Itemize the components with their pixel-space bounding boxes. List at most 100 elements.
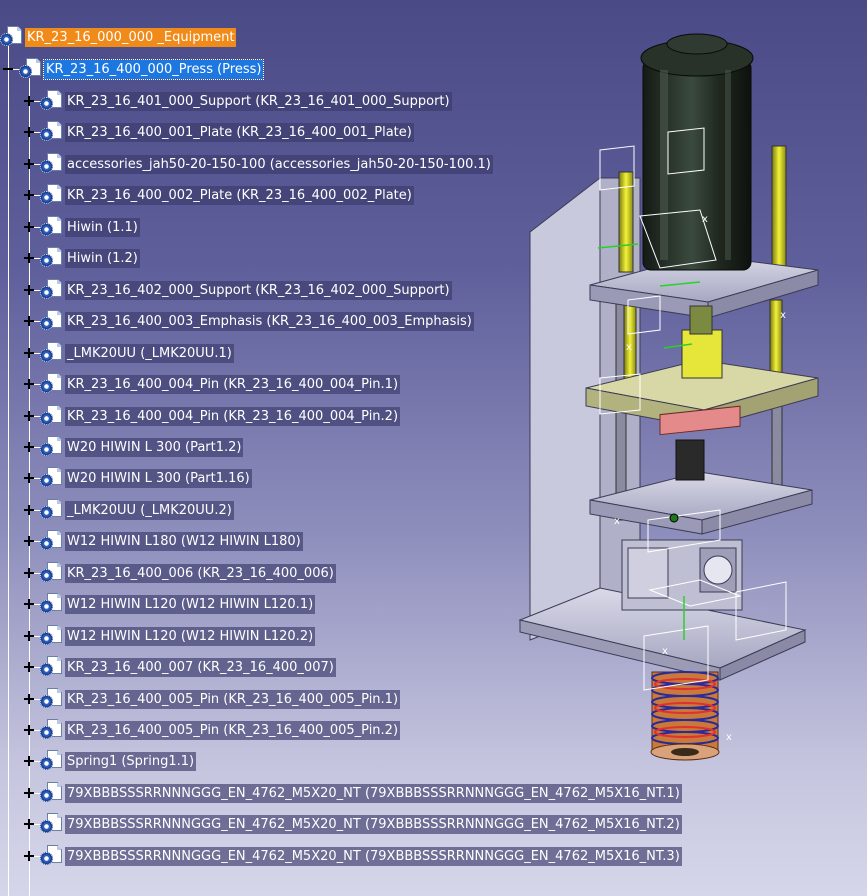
tree-child-label[interactable]: W12 HIWIN L180 (W12 HIWIN L180) xyxy=(65,531,303,551)
tree-connector-line xyxy=(8,46,9,896)
tree-branch-line xyxy=(34,540,40,542)
tree-product-label[interactable]: KR_23_16_400_000_Press (Press) xyxy=(42,58,265,80)
expand-toggle-icon[interactable] xyxy=(24,568,34,578)
expand-toggle-icon[interactable] xyxy=(24,788,34,798)
tree-child-label[interactable]: KR_23_16_400_001_Plate (KR_23_16_400_001… xyxy=(65,122,414,142)
tree-child-node[interactable]: KR_23_16_400_004_Pin (KR_23_16_400_004_P… xyxy=(24,405,401,426)
expand-toggle-icon[interactable] xyxy=(24,442,34,452)
expand-toggle-icon[interactable] xyxy=(24,253,34,263)
tree-child-node[interactable]: 79XBBBSSSRRNNNGGG_EN_4762_M5X20_NT (79XB… xyxy=(24,845,682,866)
expand-toggle-icon[interactable] xyxy=(24,159,34,169)
expand-toggle-icon[interactable] xyxy=(24,285,34,295)
tree-child-node[interactable]: W20 HIWIN L 300 (Part1.2) xyxy=(24,436,244,458)
tree-child-label[interactable]: Hiwin (1.1) xyxy=(65,217,140,237)
tree-root-node[interactable]: KR_23_16_000_000 _Equipment xyxy=(0,26,237,47)
expand-toggle-icon[interactable] xyxy=(24,631,34,641)
part-icon xyxy=(40,782,62,804)
tree-child-label[interactable]: Spring1 (Spring1.1) xyxy=(65,751,197,771)
tree-child-node[interactable]: KR_23_16_400_003_Emphasis (KR_23_16_400_… xyxy=(24,310,474,331)
tree-child-node[interactable]: Hiwin (1.2) xyxy=(24,247,140,269)
tree-child-node[interactable]: W12 HIWIN L180 (W12 HIWIN L180) xyxy=(24,530,303,552)
tree-child-label[interactable]: KR_23_16_401_000_Support (KR_23_16_401_0… xyxy=(65,91,452,111)
tree-child-label[interactable]: 79XBBBSSSRRNNNGGG_EN_4762_M5X20_NT (79XB… xyxy=(65,814,682,834)
tree-child-label[interactable]: KR_23_16_400_004_Pin (KR_23_16_400_004_P… xyxy=(65,406,401,426)
tree-child-label[interactable]: KR_23_16_400_004_Pin (KR_23_16_400_004_P… xyxy=(65,374,401,394)
tree-branch-line xyxy=(34,572,40,574)
tree-child-label[interactable]: KR_23_16_400_005_Pin (KR_23_16_400_005_P… xyxy=(65,720,401,740)
tree-child-label[interactable]: accessories_jah50-20-150-100 (accessorie… xyxy=(65,154,493,174)
tree-child-node[interactable]: KR_23_16_400_005_Pin (KR_23_16_400_005_P… xyxy=(24,688,401,709)
tree-child-node[interactable]: 79XBBBSSSRRNNNGGG_EN_4762_M5X20_NT (79XB… xyxy=(24,813,682,834)
expand-toggle-icon[interactable] xyxy=(24,411,34,421)
tree-child-node[interactable]: KR_23_16_400_007 (KR_23_16_400_007) xyxy=(24,656,336,677)
tree-child-label[interactable]: W20 HIWIN L 300 (Part1.16) xyxy=(65,468,252,488)
tree-branch-line xyxy=(34,698,40,700)
gear-shape xyxy=(40,97,53,110)
tree-child-label[interactable]: Hiwin (1.2) xyxy=(65,248,140,268)
tree-child-label[interactable]: KR_23_16_400_006 (KR_23_16_400_006) xyxy=(65,563,336,583)
tree-child-label[interactable]: KR_23_16_400_005_Pin (KR_23_16_400_005_P… xyxy=(65,689,401,709)
expand-toggle-icon[interactable] xyxy=(24,127,34,137)
tree-child-label[interactable]: W12 HIWIN L120 (W12 HIWIN L120.1) xyxy=(65,594,316,614)
tree-child-node[interactable]: KR_23_16_400_001_Plate (KR_23_16_400_001… xyxy=(24,121,414,142)
collapse-toggle-icon[interactable] xyxy=(3,64,13,74)
part-icon xyxy=(40,750,62,772)
expand-toggle-icon[interactable] xyxy=(24,96,34,106)
expand-toggle-icon[interactable] xyxy=(24,756,34,766)
expand-toggle-icon[interactable] xyxy=(24,222,34,232)
tree-child-label[interactable]: KR_23_16_402_000_Support (KR_23_16_402_0… xyxy=(65,280,452,300)
tree-root-label[interactable]: KR_23_16_000_000 _Equipment xyxy=(25,27,237,47)
tree-child-node[interactable]: _LMK20UU (_LMK20UU.2) xyxy=(24,499,234,520)
tree-branch-line xyxy=(34,666,40,668)
tree-child-label[interactable]: W12 HIWIN L120 (W12 HIWIN L120.2) xyxy=(65,626,316,646)
tree-child-node[interactable]: accessories_jah50-20-150-100 (accessorie… xyxy=(24,153,493,174)
tree-child-label[interactable]: W20 HIWIN L 300 (Part1.2) xyxy=(65,437,244,457)
tree-child-node[interactable]: KR_23_16_401_000_Support (KR_23_16_401_0… xyxy=(24,90,452,111)
tree-product-node[interactable]: KR_23_16_400_000_Press (Press) xyxy=(3,58,265,80)
tree-child-node[interactable]: _LMK20UU (_LMK20UU.1) xyxy=(24,342,234,363)
gear-shape xyxy=(40,632,53,645)
part-icon xyxy=(40,247,62,269)
expand-toggle-icon[interactable] xyxy=(24,473,34,483)
expand-toggle-icon[interactable] xyxy=(24,725,34,735)
tree-child-node[interactable]: Spring1 (Spring1.1) xyxy=(24,750,197,772)
gear-shape xyxy=(40,569,53,582)
tree-child-node[interactable]: 79XBBBSSSRRNNNGGG_EN_4762_M5X20_NT (79XB… xyxy=(24,782,682,804)
expand-toggle-icon[interactable] xyxy=(24,819,34,829)
expand-toggle-icon[interactable] xyxy=(24,536,34,546)
part-icon xyxy=(40,530,62,552)
expand-toggle-icon[interactable] xyxy=(24,599,34,609)
tree-child-node[interactable]: KR_23_16_400_005_Pin (KR_23_16_400_005_P… xyxy=(24,719,401,740)
tree-child-label[interactable]: KR_23_16_400_002_Plate (KR_23_16_400_002… xyxy=(65,185,414,205)
tree-child-label[interactable]: _LMK20UU (_LMK20UU.2) xyxy=(65,500,234,520)
tree-child-label[interactable]: KR_23_16_400_003_Emphasis (KR_23_16_400_… xyxy=(65,311,474,331)
tree-child-node[interactable]: W20 HIWIN L 300 (Part1.16) xyxy=(24,467,252,489)
part-icon xyxy=(40,467,62,489)
tree-child-node[interactable]: KR_23_16_400_002_Plate (KR_23_16_400_002… xyxy=(24,184,414,205)
tree-child-label[interactable]: _LMK20UU (_LMK20UU.1) xyxy=(65,343,234,363)
gear-shape xyxy=(19,65,32,78)
tree-child-label[interactable]: 79XBBBSSSRRNNNGGG_EN_4762_M5X20_NT (79XB… xyxy=(65,846,682,866)
tree-child-node[interactable]: KR_23_16_400_004_Pin (KR_23_16_400_004_P… xyxy=(24,373,401,394)
expand-toggle-icon[interactable] xyxy=(24,379,34,389)
expand-toggle-icon[interactable] xyxy=(24,851,34,861)
expand-toggle-icon[interactable] xyxy=(24,190,34,200)
expand-toggle-icon[interactable] xyxy=(24,316,34,326)
gear-shape xyxy=(40,160,53,173)
expand-toggle-icon[interactable] xyxy=(24,505,34,515)
expand-toggle-icon[interactable] xyxy=(24,662,34,672)
tree-child-label[interactable]: KR_23_16_400_007 (KR_23_16_400_007) xyxy=(65,657,336,677)
expand-toggle-icon[interactable] xyxy=(24,348,34,358)
tree-branch-line xyxy=(34,100,40,102)
tree-child-node[interactable]: W12 HIWIN L120 (W12 HIWIN L120.1) xyxy=(24,593,316,614)
tree-child-node[interactable]: Hiwin (1.1) xyxy=(24,216,140,237)
tree-child-label[interactable]: 79XBBBSSSRRNNNGGG_EN_4762_M5X20_NT (79XB… xyxy=(65,783,682,803)
tree-child-node[interactable]: KR_23_16_402_000_Support (KR_23_16_402_0… xyxy=(24,279,452,300)
expand-toggle-icon[interactable] xyxy=(24,694,34,704)
tree-child-node[interactable]: KR_23_16_400_006 (KR_23_16_400_006) xyxy=(24,562,336,583)
tree-child-node[interactable]: W12 HIWIN L120 (W12 HIWIN L120.2) xyxy=(24,625,316,646)
part-icon xyxy=(40,436,62,458)
tree-branch-line xyxy=(34,729,40,731)
